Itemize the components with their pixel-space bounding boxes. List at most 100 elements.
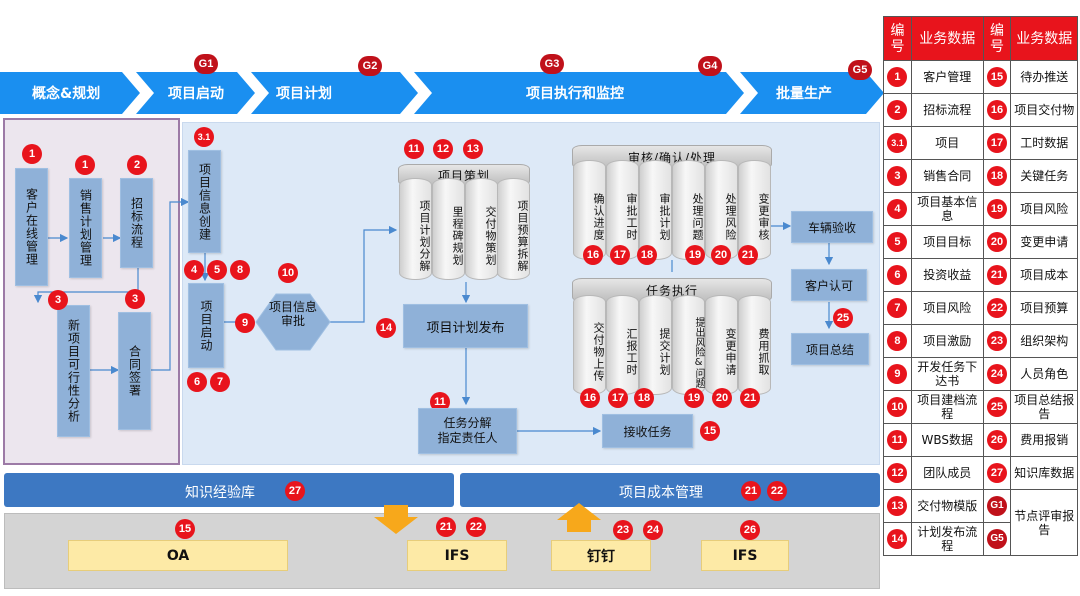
badge-18a: 18 [637,245,657,265]
legend-code-cell: 23 [982,324,1012,358]
plan-item-3[interactable]: 交付物策划 [465,178,498,280]
node-project-info-approve: 项目信息审批 [268,300,317,328]
exec-item-6[interactable]: 费用抓取 [738,295,771,395]
badge-11a: 11 [404,139,424,159]
badge-4: 4 [184,260,204,280]
legend-code-cell: 19 [982,192,1012,226]
legend-label-cell: 待办推送 [1010,60,1078,94]
knowledge-base-label: 知识经验库 [185,485,255,501]
legend-label-cell: 项目预算 [1010,291,1078,325]
legend-badge: 5 [887,232,908,252]
legend-label-cell: 节点评审报告 [1010,489,1078,556]
node-project-start[interactable]: 项目启动 [188,283,224,368]
legend-label-cell: 知识库数据 [1010,456,1078,490]
node-task-breakdown[interactable]: 任务分解 指定责任人 [418,408,517,454]
knowledge-base-bar[interactable] [4,473,454,507]
system-ifs-1[interactable]: IFS [407,540,507,571]
legend-label-cell: 项目建档流程 [910,390,984,424]
legend-label-cell: 项目交付物 [1010,93,1078,127]
system-oa[interactable]: OA [68,540,288,571]
badge-15b: 15 [175,519,195,539]
legend-code-cell: 7 [883,291,912,325]
legend-label-cell: 关键任务 [1010,159,1078,193]
legend-badge: G1 [987,496,1007,516]
legend-badge: 2 [887,100,908,120]
legend-label-cell: 工时数据 [1010,126,1078,160]
legend-badge: 15 [987,67,1007,87]
audit-item-4[interactable]: 处理问题 [672,160,705,260]
audit-item-6[interactable]: 变更审核 [738,160,771,260]
exec-item-2[interactable]: 汇报工时 [606,295,639,395]
legend-badge: 11 [887,430,908,450]
badge-22b: 22 [466,517,486,537]
audit-item-1[interactable]: 确认进度 [573,160,606,260]
legend-badge: 24 [987,364,1007,384]
plan-item-4[interactable]: 项目预算拆解 [497,178,530,280]
node-plan-release[interactable]: 项目计划发布 [403,304,528,348]
legend-code-cell: 14 [883,522,912,556]
legend-label-cell: 项目成本 [1010,258,1078,292]
audit-item-3[interactable]: 审批计划 [639,160,672,260]
exec-item-3[interactable]: 提交计划 [639,295,672,395]
audit-item-5[interactable]: 处理风险 [705,160,738,260]
phase-concept-planning: 概念&规划 [32,86,101,102]
badge-21b: 21 [740,388,760,408]
audit-item-2[interactable]: 审批工时 [606,160,639,260]
node-new-project-feasibility[interactable]: 新项目可行性分析 [57,305,90,437]
phase-banner [0,72,884,114]
badge-2a: 2 [127,155,147,175]
legend-badge: G5 [987,529,1007,549]
task-breakdown-line1: 任务分解 [443,416,492,430]
phase-mass-production: 批量生产 [776,86,832,102]
badge-6: 6 [187,372,207,392]
badge-3b: 3 [125,289,145,309]
badge-21c: 21 [741,481,761,501]
badge-8: 8 [230,260,250,280]
legend-badge: 26 [987,430,1007,450]
header-data-2: 业务数据 [1010,16,1078,61]
legend-label-cell: 交付物模版 [910,489,984,523]
legend-label-cell: 项目风险 [910,291,984,325]
legend-code-cell: 8 [883,324,912,358]
badge-16b: 16 [580,388,600,408]
legend-badge: 7 [887,298,908,318]
exec-item-4[interactable]: 提出风险&问题 [672,295,705,395]
node-project-info-create[interactable]: 项目信息创建 [188,150,221,253]
badge-3-1: 3.1 [194,127,214,147]
node-customer-accept[interactable]: 客户认可 [791,269,867,301]
node-vehicle-accept[interactable]: 车辆验收 [791,211,873,243]
legend-badge: 20 [987,232,1007,252]
gate-g2: G2 [358,56,382,76]
up-arrow-icon [557,503,601,532]
legend-code-cell: 2 [883,93,912,127]
badge-22a: 22 [767,481,787,501]
node-receive-task[interactable]: 接收任务 [602,414,693,448]
plan-item-2[interactable]: 里程碑规划 [432,178,465,280]
node-project-summary[interactable]: 项目总结 [791,333,869,365]
exec-item-5[interactable]: 变更申请 [705,295,738,395]
node-bidding[interactable]: 招标流程 [120,178,153,268]
node-sales-plan[interactable]: 销售计划管理 [69,178,102,278]
legend-code-cell: 25 [982,390,1012,424]
legend-code-cell: 9 [883,357,912,391]
node-customer-online[interactable]: 客户在线管理 [15,168,48,286]
exec-item-1[interactable]: 交付物上传 [573,295,606,395]
legend-code-cell: 27 [982,456,1012,490]
legend-badge: 6 [887,265,908,285]
node-project-info-approve-shape[interactable] [254,292,332,352]
system-ifs-2[interactable]: IFS [701,540,789,571]
system-dingtalk[interactable]: 钉钉 [551,540,651,571]
node-contract-sign[interactable]: 合同签署 [118,312,151,430]
legend-badge: 14 [887,529,908,549]
cost-mgmt-bar[interactable] [460,473,880,507]
plan-item-1[interactable]: 项目计划分解 [399,178,432,280]
